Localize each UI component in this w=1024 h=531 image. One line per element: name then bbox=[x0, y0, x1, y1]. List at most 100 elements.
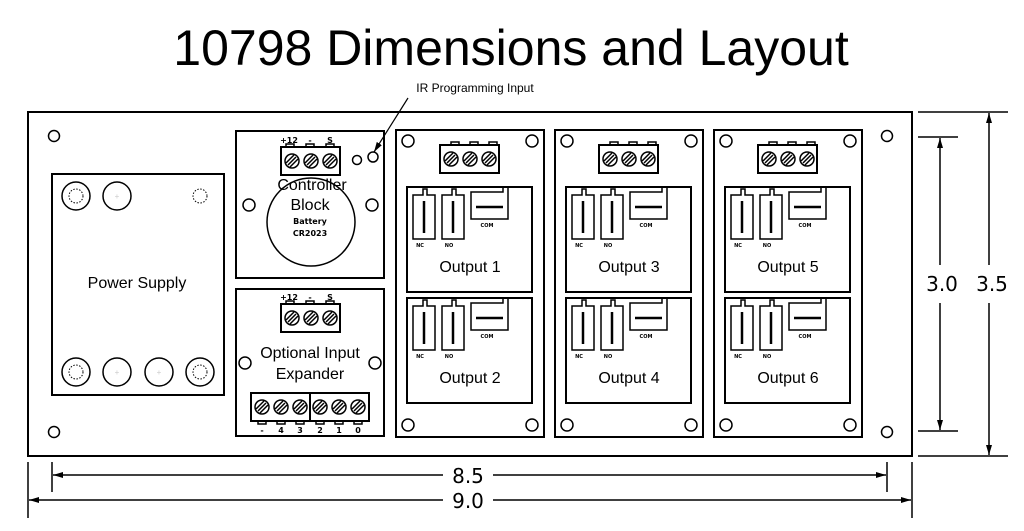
com-contact-icon bbox=[629, 186, 668, 220]
mount-hole-icon bbox=[560, 418, 574, 432]
com-contact-icon bbox=[470, 186, 509, 220]
com-contact-icon bbox=[788, 297, 827, 331]
com-contact-icon bbox=[470, 297, 509, 331]
com-label: COM bbox=[481, 334, 494, 340]
no-contact-icon bbox=[441, 299, 465, 351]
expander-terminal-label: S bbox=[327, 293, 333, 302]
no-label: NO bbox=[445, 354, 453, 360]
ir-led-icon bbox=[351, 154, 363, 166]
no-contact-icon bbox=[441, 188, 465, 240]
dimension-outer-width: 9.0 bbox=[27, 462, 913, 518]
com-label: COM bbox=[640, 223, 653, 229]
outer-width-label: 9.0 bbox=[452, 489, 484, 513]
relay: NC NO COM Output 2 bbox=[406, 297, 533, 404]
controller-terminal-label: - bbox=[308, 136, 311, 145]
terminal-screw-icon bbox=[303, 153, 319, 169]
output-terminal-block bbox=[439, 144, 500, 174]
battery-icon bbox=[266, 177, 356, 267]
controller-label-line1: Controller bbox=[277, 177, 347, 194]
terminal-screw-icon bbox=[621, 151, 637, 167]
svg-text:+: + bbox=[157, 368, 162, 377]
no-contact-icon bbox=[600, 299, 624, 351]
nc-label: NC bbox=[416, 354, 424, 360]
terminal-screw-icon bbox=[322, 310, 338, 326]
no-contact-icon bbox=[759, 188, 783, 240]
svg-text:+: + bbox=[115, 368, 120, 377]
expander-input-label: 4 bbox=[278, 426, 284, 435]
terminal-screw-icon bbox=[292, 399, 308, 415]
ps-standoff-icon bbox=[185, 357, 215, 387]
mount-hole-icon bbox=[719, 418, 733, 432]
terminal-screw-icon bbox=[780, 151, 796, 167]
controller-terminal-label: +12 bbox=[280, 136, 298, 145]
ps-standoff-icon: + bbox=[102, 357, 132, 387]
expander-input-label: 0 bbox=[355, 426, 361, 435]
mount-hole-icon bbox=[368, 356, 382, 370]
nc-label: NC bbox=[734, 243, 742, 249]
output-label: Output 5 bbox=[757, 259, 818, 276]
inner-width-label: 8.5 bbox=[452, 464, 484, 488]
terminal-screw-icon bbox=[602, 151, 618, 167]
expander-input-label: 2 bbox=[317, 426, 323, 435]
ir-receiver-icon bbox=[367, 151, 379, 163]
mount-hole-icon bbox=[242, 198, 256, 212]
ps-standoff-icon: + bbox=[102, 181, 132, 211]
nc-contact-icon bbox=[571, 188, 595, 240]
no-label: NO bbox=[604, 354, 612, 360]
no-contact-icon bbox=[600, 188, 624, 240]
battery-label: Battery bbox=[293, 217, 328, 226]
main-panel bbox=[27, 111, 913, 457]
controller-terminal-block bbox=[280, 146, 341, 176]
nc-contact-icon bbox=[412, 188, 436, 240]
nc-label: NC bbox=[734, 354, 742, 360]
mount-hole-icon bbox=[365, 198, 379, 212]
mount-hole-icon bbox=[238, 356, 252, 370]
terminal-screw-icon bbox=[284, 153, 300, 169]
terminal-screw-icon bbox=[254, 399, 270, 415]
ps-standoff-icon: + bbox=[144, 357, 174, 387]
inner-height-label: 3.0 bbox=[926, 272, 958, 296]
expander-input-label: 1 bbox=[336, 426, 342, 435]
nc-contact-icon bbox=[571, 299, 595, 351]
mount-hole-icon bbox=[719, 134, 733, 148]
expander-terminal-label: +12 bbox=[280, 293, 298, 302]
nc-contact-icon bbox=[730, 299, 754, 351]
dimension-inner-width: 8.5 bbox=[51, 462, 888, 492]
mount-hole-icon bbox=[843, 418, 857, 432]
battery-model: CR2023 bbox=[293, 229, 327, 238]
output-terminal-block bbox=[598, 144, 659, 174]
terminal-screw-icon bbox=[303, 310, 319, 326]
mount-hole-icon bbox=[843, 134, 857, 148]
mount-hole-icon bbox=[684, 134, 698, 148]
ps-standoff-icon bbox=[192, 188, 208, 204]
dimension-outer-height: 3.5 bbox=[918, 111, 1008, 457]
mount-hole-icon bbox=[525, 418, 539, 432]
nc-label: NC bbox=[416, 243, 424, 249]
output-label: Output 3 bbox=[598, 259, 659, 276]
mount-hole-icon bbox=[684, 418, 698, 432]
mount-hole-icon bbox=[525, 134, 539, 148]
terminal-screw-icon bbox=[443, 151, 459, 167]
com-label: COM bbox=[481, 223, 494, 229]
output-label: Output 4 bbox=[598, 370, 659, 387]
nc-contact-icon bbox=[412, 299, 436, 351]
output-label: Output 2 bbox=[439, 370, 500, 387]
expander-terminal-label: - bbox=[308, 293, 311, 302]
mount-hole-icon bbox=[401, 134, 415, 148]
mount-hole-icon bbox=[880, 129, 894, 143]
expander-label-line1: Optional Input bbox=[260, 345, 360, 362]
no-contact-icon bbox=[759, 299, 783, 351]
nc-label: NC bbox=[575, 243, 583, 249]
output-label: Output 6 bbox=[757, 370, 818, 387]
terminal-screw-icon bbox=[640, 151, 656, 167]
terminal-screw-icon bbox=[350, 399, 366, 415]
no-label: NO bbox=[763, 243, 771, 249]
com-contact-icon bbox=[788, 186, 827, 220]
output-label: Output 1 bbox=[439, 259, 500, 276]
outer-height-label: 3.5 bbox=[976, 272, 1008, 296]
ps-standoff-icon bbox=[61, 357, 91, 387]
terminal-screw-icon bbox=[481, 151, 497, 167]
power-supply: + Power Supply + + bbox=[51, 173, 225, 396]
